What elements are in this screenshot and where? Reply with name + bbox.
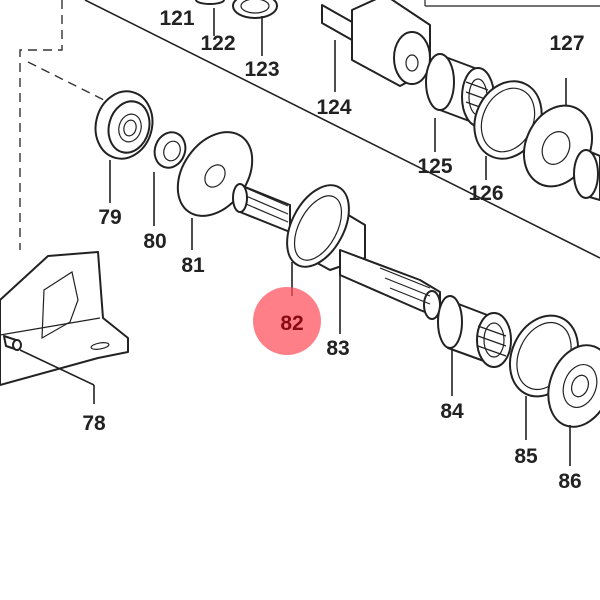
part-122-washer bbox=[195, 0, 225, 5]
assembly-boundary-line bbox=[84, 0, 600, 259]
part-84-needle-bearing bbox=[437, 295, 512, 368]
callout-84[interactable]: 84 bbox=[440, 400, 464, 423]
leader-lines bbox=[19, 8, 571, 466]
part-78-bracket bbox=[0, 251, 129, 386]
callout-124[interactable]: 124 bbox=[316, 96, 351, 119]
part-124-sleeve bbox=[321, 0, 431, 87]
callout-labels: 121 122 123 124 125 126 127 79 80 81 82 … bbox=[82, 7, 584, 493]
dashed-assembly-outline bbox=[19, 0, 63, 250]
part-126-ring bbox=[473, 80, 543, 160]
part-80-bushing bbox=[153, 131, 187, 169]
part-123-ring bbox=[232, 0, 278, 19]
callout-78[interactable]: 78 bbox=[82, 412, 106, 435]
callout-83[interactable]: 83 bbox=[326, 337, 349, 360]
callout-123[interactable]: 123 bbox=[244, 58, 279, 81]
part-82-ring bbox=[286, 184, 350, 268]
part-127-bearing-edge bbox=[573, 149, 600, 201]
callout-85[interactable]: 85 bbox=[514, 445, 538, 468]
callout-82[interactable]: 82 bbox=[280, 312, 303, 335]
callout-127[interactable]: 127 bbox=[549, 32, 584, 55]
callout-86[interactable]: 86 bbox=[558, 470, 581, 493]
callout-81[interactable]: 81 bbox=[181, 254, 205, 277]
part-79-ball-bearing bbox=[94, 90, 154, 160]
callout-80[interactable]: 80 bbox=[143, 230, 166, 253]
highlight-marker bbox=[253, 287, 321, 355]
callout-126[interactable]: 126 bbox=[468, 182, 503, 205]
part-86-washer bbox=[547, 344, 600, 428]
part-78-screw bbox=[3, 335, 22, 351]
callout-121[interactable]: 121 bbox=[159, 7, 194, 30]
callout-122[interactable]: 122 bbox=[200, 32, 235, 55]
callout-125[interactable]: 125 bbox=[417, 155, 452, 178]
dashed-alignment-line bbox=[27, 61, 121, 109]
callout-79[interactable]: 79 bbox=[98, 206, 121, 229]
